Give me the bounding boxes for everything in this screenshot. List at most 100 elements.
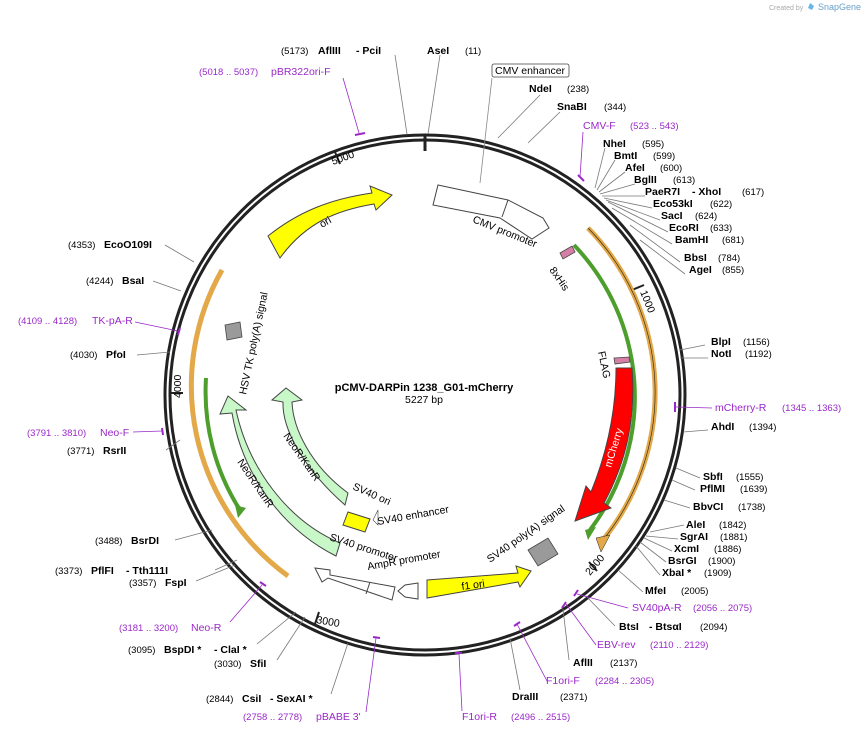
enzyme-csiI[interactable]: CsiI [242, 693, 261, 705]
pos-sacI: (624) [695, 211, 717, 222]
enzyme-fspI[interactable]: FspI [165, 577, 187, 589]
primer-pos-mcherry-r: (1345 .. 1363) [782, 403, 841, 414]
sv40-ori-label: SV40 ori [351, 481, 393, 508]
enzyme-bbvCI[interactable]: BbvCI [693, 501, 723, 513]
enzyme-bamHI[interactable]: BamHI [675, 234, 708, 246]
pos-fspI: (3357) [129, 578, 156, 589]
enzyme-bsrDI[interactable]: BsrDI [131, 535, 159, 547]
his-label: 8xHis [547, 265, 572, 293]
primer-pos-neo-f: (3791 .. 3810) [27, 428, 86, 439]
enzyme-aflII[interactable]: AflII [573, 657, 593, 669]
pos-aflIII: (5173) [281, 46, 308, 57]
flag-tag-mark [613, 356, 631, 365]
enzyme-pflFI[interactable]: PflFI [91, 565, 114, 577]
pos-bmtI: (599) [653, 151, 675, 162]
enzyme-pflMI[interactable]: PflMI [700, 483, 725, 495]
snapgene-brand: SnapGene [818, 2, 861, 12]
enzyme-sgrAI[interactable]: SgrAI [680, 531, 708, 543]
enzyme-bsaI[interactable]: BsaI [122, 275, 144, 287]
primer-mark-neo-r [259, 581, 267, 587]
primer-tk-pa-r[interactable]: TK-pA-R [92, 315, 133, 327]
enzyme-ageI[interactable]: AgeI [689, 264, 712, 276]
primer-neo-r[interactable]: Neo-R [191, 622, 222, 634]
pos-mfeI: (2005) [681, 586, 708, 597]
enzyme-rsrII[interactable]: RsrII [103, 445, 126, 457]
pos-notI: (1192) [745, 349, 772, 360]
enzyme-bbsI[interactable]: BbsI [684, 252, 707, 264]
enzyme-bspDI[interactable]: BspDI * [164, 644, 202, 656]
primer-pbr322ori-f[interactable]: pBR322ori-F [271, 66, 331, 78]
enzyme-leaders [136, 54, 709, 695]
tick-1000 [631, 284, 645, 291]
tick-3000 [314, 611, 320, 625]
sv40-promoter-arrow [314, 567, 396, 601]
enzyme-claI[interactable]: - ClaI * [214, 644, 248, 656]
pos-csiI: (2844) [206, 694, 233, 705]
primer-pos-pbr322ori-f: (5018 .. 5037) [199, 67, 258, 78]
enzyme-afeI[interactable]: AfeI [625, 162, 645, 174]
ampr-promoter-arrow [397, 582, 419, 600]
enzyme-pciI[interactable]: - PciI [356, 45, 381, 57]
enzyme-btsaI[interactable]: - BtsαI [649, 621, 682, 633]
primer-pos-pbabe3: (2758 .. 2778) [243, 712, 302, 723]
primer-cmv-f[interactable]: CMV-F [583, 120, 616, 132]
primer-ebv-rev[interactable]: EBV-rev [597, 639, 636, 651]
f1-ori-label: f1 ori [461, 578, 486, 593]
backbone-outer-ring [163, 133, 687, 657]
primer-neo-f[interactable]: Neo-F [100, 427, 129, 439]
pos-nheI: (595) [642, 139, 664, 150]
primer-pbabe3[interactable]: pBABE 3' [316, 711, 361, 723]
enzyme-bmtI[interactable]: BmtI [614, 150, 637, 162]
enzyme-xbaI[interactable]: XbaI * [662, 567, 692, 579]
orange-track-arrowhead [595, 534, 611, 553]
enzyme-sacI[interactable]: SacI [661, 210, 683, 222]
enzyme-aflIII[interactable]: AflIII [318, 45, 341, 57]
enzyme-draIII[interactable]: DraIII [512, 691, 538, 703]
neor-outer-arrow [219, 395, 341, 557]
enzyme-ndeI[interactable]: NdeI [529, 83, 552, 95]
enzyme-ahdI[interactable]: AhdI [711, 421, 734, 433]
primer-pos-f1ori-r: (2496 .. 2515) [511, 712, 570, 723]
enzyme-mfeI[interactable]: MfeI [645, 585, 666, 597]
enzyme-tth111i[interactable]: - Tth111I [126, 565, 168, 577]
enzyme-ecoRI[interactable]: EcoRI [669, 222, 699, 234]
primer-mcherry-r[interactable]: mCherry-R [715, 402, 767, 414]
enzyme-notI[interactable]: NotI [711, 348, 731, 360]
enzyme-btsI[interactable]: BtsI [619, 621, 639, 633]
green-track-cds [572, 243, 637, 532]
primer-f1ori-f[interactable]: F1ori-F [546, 675, 580, 687]
f1-ori-arrow [426, 565, 532, 599]
enzyme-aleI[interactable]: AleI [686, 519, 705, 531]
enzyme-pfoI[interactable]: PfoI [106, 349, 126, 361]
flag-label: FLAG [595, 350, 612, 379]
enzyme-xhoI[interactable]: - XhoI [692, 186, 721, 198]
enzyme-snaBI[interactable]: SnaBI [557, 101, 587, 113]
enzyme-ecoO109I[interactable]: EcoO109I [104, 239, 152, 251]
hsv-tk-box [224, 321, 243, 341]
enzyme-aseI[interactable]: AseI [427, 45, 449, 57]
primer-f1ori-r[interactable]: F1ori-R [462, 711, 497, 723]
enzyme-xcmI[interactable]: XcmI [674, 543, 699, 555]
pos-aleI: (1842) [719, 520, 746, 531]
neor-inner-arrow [270, 387, 349, 506]
mcherry-arrow [574, 367, 634, 522]
enzyme-bsrGI[interactable]: BsrGI [668, 555, 697, 567]
primer-mark-pbabe3 [372, 636, 381, 639]
pos-afeI: (600) [660, 163, 682, 174]
enzyme-nheI[interactable]: NheI [603, 138, 626, 150]
enzyme-eco53kI[interactable]: Eco53kI [653, 198, 693, 210]
primer-sv40pa-r[interactable]: SV40pA-R [632, 602, 682, 614]
cmv-enhancer-leader [479, 77, 493, 184]
primer-mark-pbr322ori-f [354, 132, 366, 136]
enzyme-bglII[interactable]: BglII [634, 174, 657, 186]
enzyme-sbfI[interactable]: SbfI [703, 471, 723, 483]
enzyme-blpI[interactable]: BlpI [711, 336, 731, 348]
pos-sgrAI: (1881) [720, 532, 747, 543]
pos-blpI: (1156) [743, 337, 770, 348]
pos-eco53kI: (622) [710, 199, 732, 210]
enzyme-sexAI[interactable]: - SexAI * [270, 693, 314, 705]
enzyme-paeR7I[interactable]: PaeR7I [645, 186, 680, 198]
enzyme-sfiI[interactable]: SfiI [250, 658, 266, 670]
